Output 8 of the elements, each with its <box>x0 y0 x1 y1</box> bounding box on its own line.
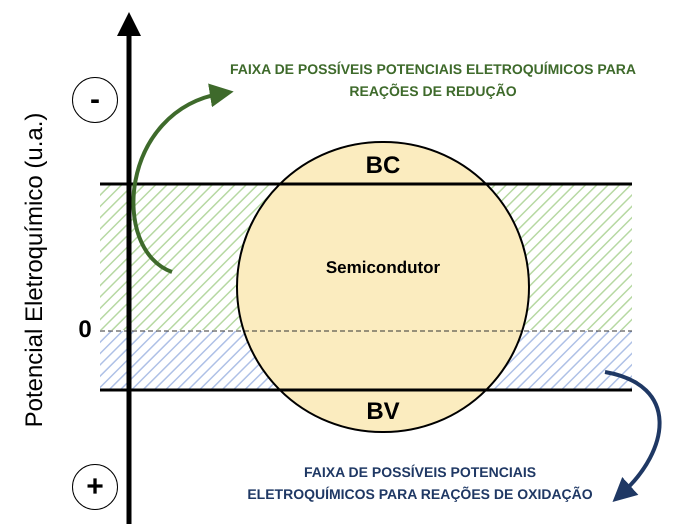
zero-tick-label: 0 <box>78 315 92 345</box>
band-label: BC <box>366 151 400 181</box>
axis-title: Potencial Eletroquímico (u.a.) <box>20 112 49 428</box>
oxidation-range-text: FAIXA DE POSSÍVEIS POTENCIAIS ELETROQUÍMICOS PARA REAÇÕES DE OXIDAÇÃO <box>230 458 610 508</box>
curved-arrow <box>604 370 662 503</box>
band-label: BV <box>366 397 400 427</box>
curved-arrow <box>132 85 234 274</box>
reduction-range-text: FAIXA DE POSSÍVEIS POTENCIAIS ELETROQUÍMICOS PARA REAÇÕES DE REDUÇÃO <box>226 56 640 104</box>
